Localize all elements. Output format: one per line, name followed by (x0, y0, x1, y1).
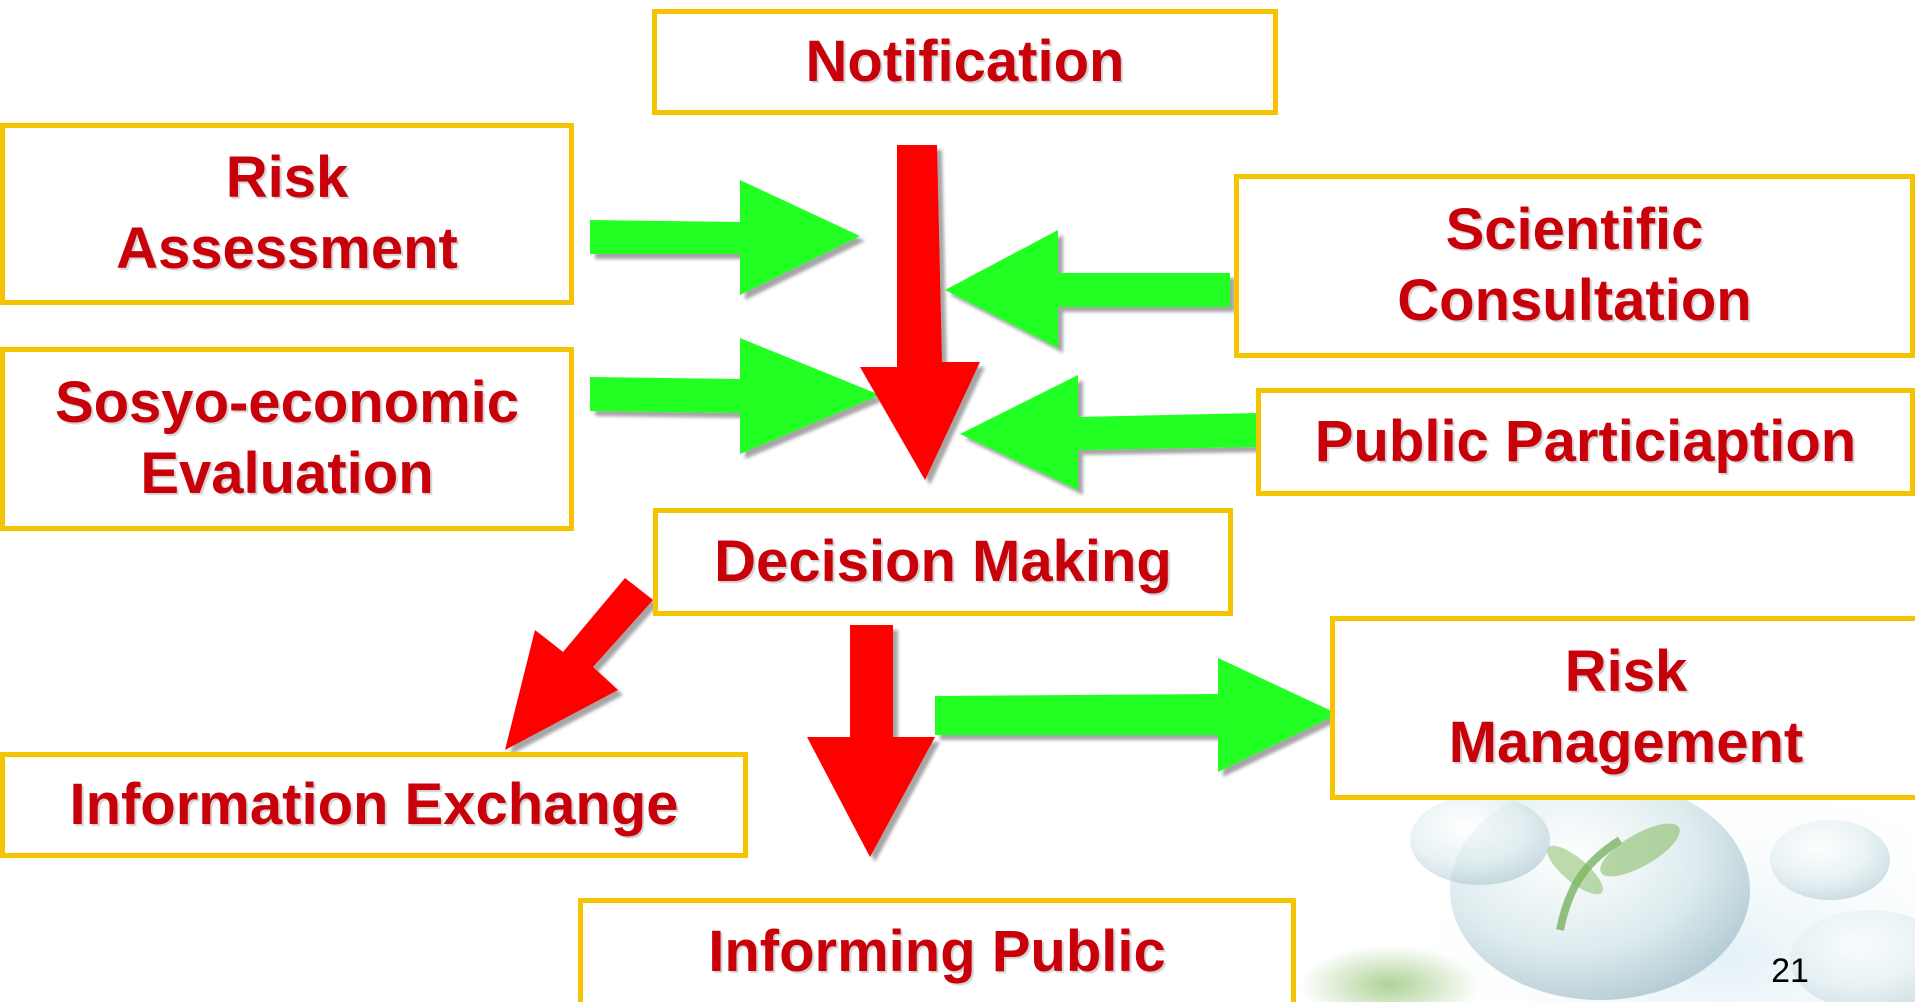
information-exchange-box: Information Exchange (0, 752, 748, 858)
evaluation-line-2: Evaluation (140, 441, 434, 506)
notification-label: Notification (805, 28, 1125, 94)
arrow-decision-to-informing-public (807, 625, 935, 857)
risk-assessment-box: Risk Assessment (0, 123, 574, 305)
socioeconomic-evaluation-box: Sosyo-economic Evaluation (0, 347, 574, 531)
risk-management-box: Risk Management (1330, 616, 1915, 800)
decision-making-label: Decision Making (714, 528, 1172, 594)
decision-making-box: Decision Making (653, 508, 1233, 616)
risk-assessment-line-1: Risk (225, 145, 349, 211)
informing-public-label: Informing Public (708, 919, 1166, 985)
risk-management-line-2: Management (1448, 710, 1804, 775)
arrow-decision-to-information-exchange (505, 578, 653, 750)
information-exchange-label: Information Exchange (69, 771, 679, 837)
consultation-line-1: Scientific (1445, 197, 1704, 263)
arrow-risk-assessment-to-decision (590, 180, 860, 295)
consultation-line-2: Consultation (1397, 268, 1752, 333)
arrow-consultation-to-decision (945, 230, 1230, 348)
risk-assessment-line-2: Assessment (116, 216, 458, 281)
arrow-participation-to-decision (960, 375, 1258, 490)
public-participation-label: Public Particiaption (1314, 408, 1857, 474)
public-participation-box: Public Particiaption (1256, 388, 1915, 496)
arrow-evaluation-to-decision (590, 338, 880, 454)
scientific-consultation-box: Scientific Consultation (1234, 174, 1915, 358)
arrow-notification-to-decision (860, 145, 980, 480)
notification-box: Notification (652, 9, 1278, 115)
arrow-to-risk-management (935, 658, 1338, 772)
risk-management-line-1: Risk (1564, 639, 1688, 705)
informing-public-box: Informing Public (578, 898, 1296, 1002)
evaluation-line-1: Sosyo-economic (54, 370, 520, 436)
page-number: 21 (1771, 952, 1809, 990)
